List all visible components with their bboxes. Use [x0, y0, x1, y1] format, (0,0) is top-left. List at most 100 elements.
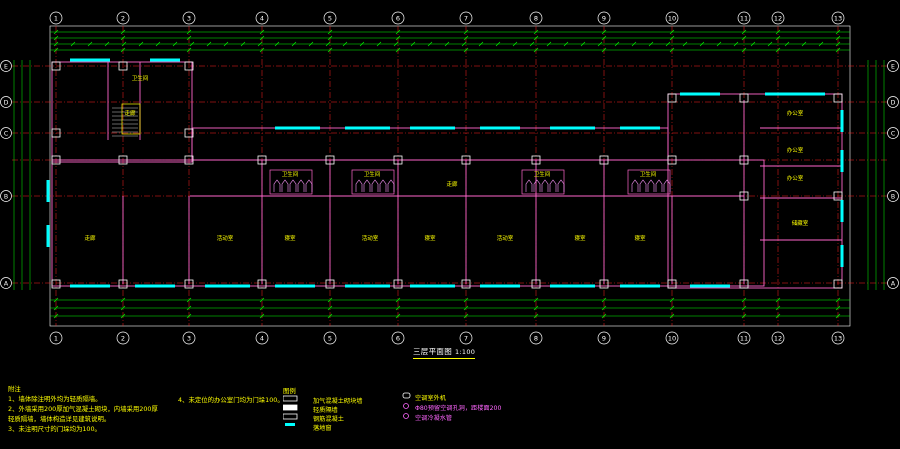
dim-tick	[741, 297, 747, 303]
axis-number: 12	[774, 334, 782, 342]
wall-east-block	[667, 93, 843, 289]
axis-letter: D	[4, 99, 9, 106]
axis-bubble	[771, 331, 785, 345]
column	[184, 128, 194, 138]
axis-number: 1	[54, 14, 58, 22]
column	[325, 279, 335, 289]
axis-bubble	[49, 11, 63, 25]
dim-tick	[120, 29, 126, 35]
axis-bubble	[831, 11, 845, 25]
axis-bubble	[49, 331, 63, 345]
dim-tick	[767, 41, 773, 47]
dim-tick	[775, 35, 781, 41]
dim-tick	[359, 41, 365, 47]
dim-tick	[461, 41, 467, 47]
window-vertical	[46, 180, 50, 202]
stair-well	[121, 103, 141, 135]
toilet-fixture	[533, 179, 541, 192]
walls	[46, 58, 844, 289]
toilet-fixture	[525, 179, 533, 192]
drawing-scale: 1:100	[455, 348, 476, 356]
axis-bubble	[0, 190, 12, 202]
axis-bubble	[597, 11, 611, 25]
toilet-fixture	[363, 179, 371, 192]
axis-bubble	[0, 277, 12, 289]
room-label: 走廊	[446, 180, 458, 188]
room-label: 寝室	[574, 234, 586, 242]
dim-tick	[259, 313, 265, 319]
window-vertical	[840, 150, 844, 172]
window	[690, 284, 730, 288]
axis-number: 5	[328, 14, 332, 22]
dim-tick	[206, 41, 212, 47]
toilet-fixture	[355, 179, 363, 192]
dim-tick	[240, 41, 246, 47]
room-label: 寝室	[424, 234, 436, 242]
dim-tick	[463, 297, 469, 303]
axis-letter: D	[891, 99, 896, 106]
axis-bubble	[182, 331, 196, 345]
dim-tick	[463, 29, 469, 35]
room-label: 活动室	[217, 234, 234, 242]
dim-tick	[259, 305, 265, 311]
column	[184, 61, 194, 71]
axis-number: 9	[602, 334, 606, 342]
column	[531, 279, 541, 289]
note-line-1: 1、墙体除注明外均为轻质隔墙。	[8, 395, 102, 403]
dim-tick	[835, 35, 841, 41]
dim-tick	[53, 297, 59, 303]
room-label: 卫生间	[282, 170, 299, 178]
axis-bubble	[323, 331, 337, 345]
dim-tick	[669, 29, 675, 35]
axis-bubble	[887, 60, 899, 72]
axis-bubble	[323, 11, 337, 25]
room-label: 卫生间	[534, 170, 551, 178]
room-labels: 卫生间卫生间卫生间卫生间卫生间办公室办公室办公室活动室活动室寝室寝室活动室寝室寝…	[84, 74, 808, 242]
toilet-fixture	[371, 179, 379, 192]
dim-tick	[259, 47, 265, 53]
toilet-room	[269, 169, 313, 195]
column	[667, 155, 677, 165]
axis-number: 2	[121, 334, 125, 342]
dim-tick	[308, 41, 314, 47]
dim-tick	[784, 41, 790, 47]
legend-item-7: 空调冷凝水管	[415, 415, 453, 422]
axis-number: 4	[260, 334, 264, 342]
toilet-fixture	[297, 179, 305, 192]
axis-number: 6	[396, 334, 400, 342]
dim-tick	[53, 35, 59, 41]
axis-letter: C	[4, 130, 8, 137]
axis-number: 13	[834, 334, 842, 342]
axis-number: 7	[464, 14, 468, 22]
dim-tick	[327, 35, 333, 41]
window	[135, 284, 175, 288]
axis-bubble	[459, 331, 473, 345]
axis-number: 1	[54, 334, 58, 342]
window-vertical	[840, 245, 844, 267]
axis-bubble	[116, 11, 130, 25]
dim-tick	[495, 41, 501, 47]
toilet-fixture	[273, 179, 281, 192]
dim-tick	[463, 305, 469, 311]
dim-tick	[665, 41, 671, 47]
room-label: 卫生间	[132, 74, 149, 82]
axis-bubble	[529, 11, 543, 25]
dim-tick	[775, 313, 781, 319]
dim-tick	[427, 41, 433, 47]
room-label: 办公室	[787, 174, 804, 182]
dim-tick	[818, 41, 824, 47]
window	[410, 126, 455, 130]
drawing-frame	[49, 25, 851, 327]
dim-tick	[669, 47, 675, 53]
window-vertical	[46, 225, 50, 247]
window	[150, 58, 180, 62]
column	[599, 155, 609, 165]
dim-tick	[121, 41, 127, 47]
axis-letter: E	[4, 63, 8, 70]
legend-swatches	[283, 392, 411, 426]
dim-tick	[775, 297, 781, 303]
dim-tick	[835, 313, 841, 319]
column	[51, 61, 61, 71]
